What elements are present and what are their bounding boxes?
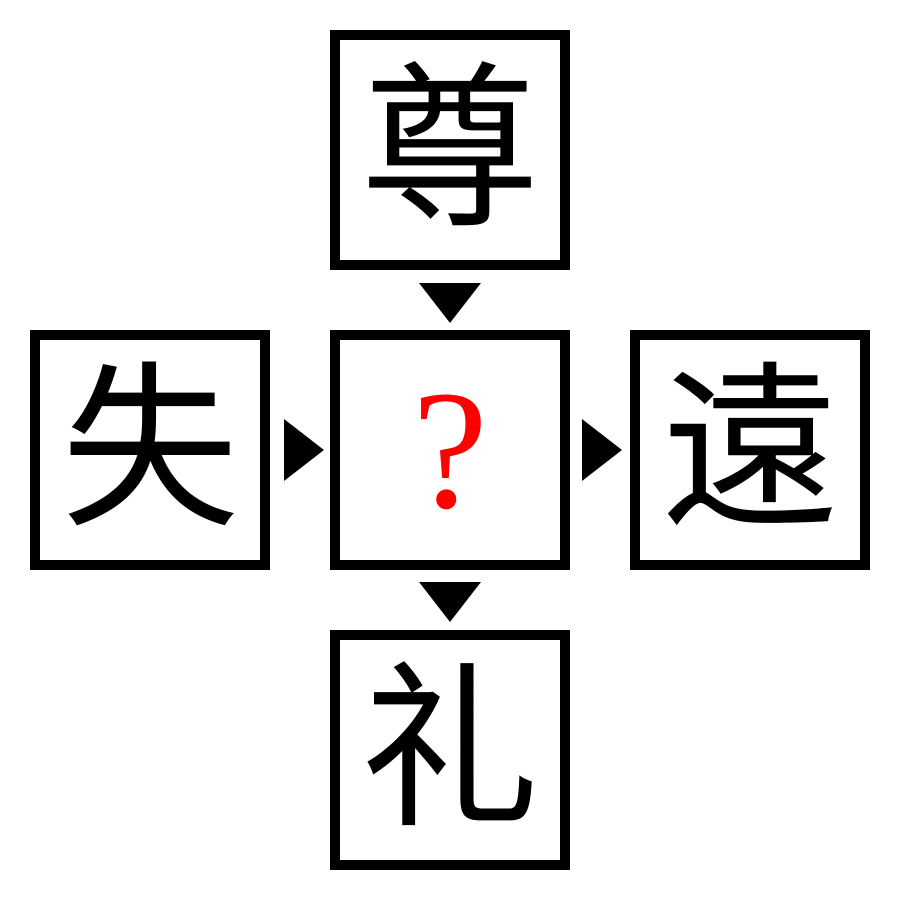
question-mark: ? — [412, 356, 488, 544]
arrow-right-icon — [284, 419, 324, 481]
left-kanji-box: 失 — [30, 330, 270, 570]
arrow-down-icon — [419, 283, 481, 323]
bottom-kanji-box: 礼 — [330, 630, 570, 870]
right-kanji-box: 遠 — [630, 330, 870, 570]
bottom-kanji: 礼 — [361, 646, 539, 853]
top-kanji-box: 尊 — [330, 30, 570, 270]
arrow-down-icon — [419, 582, 481, 622]
arrow-right-icon — [582, 419, 622, 481]
top-kanji: 尊 — [361, 46, 539, 253]
left-kanji: 失 — [61, 346, 239, 553]
right-kanji: 遠 — [661, 346, 839, 553]
answer-box[interactable]: ? — [330, 330, 570, 570]
